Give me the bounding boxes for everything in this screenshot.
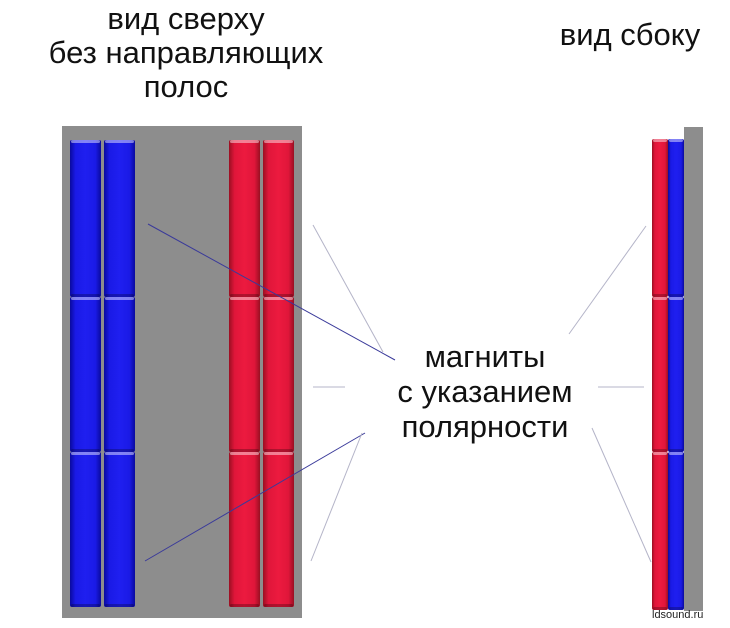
magnet-blue-3 (70, 297, 101, 452)
leader-line-red-top (312, 224, 384, 353)
top-view-title-line-1: вид сверху (107, 1, 265, 36)
callout-line-3: полярности (401, 409, 569, 444)
side-view-plate (684, 127, 703, 611)
side-magnet-blue-3 (668, 452, 684, 610)
side-magnet-red-2 (652, 297, 668, 452)
magnet-blue-4 (104, 297, 135, 452)
magnet-red-3 (229, 297, 260, 452)
leader-line-side-bottom (591, 427, 652, 563)
magnet-red-1 (229, 140, 260, 297)
callout-line-1: магниты (424, 339, 546, 374)
magnet-blue-2 (104, 140, 135, 297)
side-magnet-red-1 (652, 139, 668, 297)
magnet-red-5 (229, 452, 260, 607)
magnet-red-6 (263, 452, 294, 607)
magnets-callout: магниты с указанием полярности (340, 339, 630, 444)
watermark: ldsound.ru (652, 609, 704, 621)
top-view-title-line-2: без направляющих (48, 35, 324, 70)
side-magnet-blue-1 (668, 139, 684, 297)
side-view-title: вид сбоку (559, 17, 701, 52)
magnet-red-2 (263, 140, 294, 297)
top-view-title-line-3: полос (143, 69, 229, 104)
leader-line-red-bottom (310, 432, 363, 562)
magnet-blue-1 (70, 140, 101, 297)
leader-line-side-top (568, 225, 647, 335)
side-magnet-red-3 (652, 452, 668, 610)
magnet-blue-6 (104, 452, 135, 607)
side-magnet-blue-2 (668, 297, 684, 452)
top-view-title: вид сверху без направляющих полос (0, 2, 372, 104)
magnet-blue-5 (70, 452, 101, 607)
callout-line-2: с указанием (397, 374, 573, 409)
magnet-red-4 (263, 297, 294, 452)
